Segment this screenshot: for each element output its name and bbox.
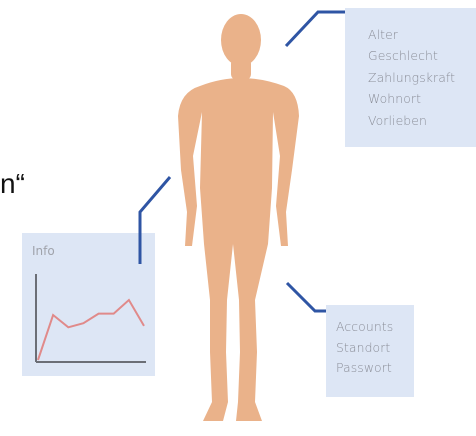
connector-accounts: [285, 281, 326, 313]
accounts-list: Accounts Standort Passwort: [336, 317, 393, 379]
info-box: [22, 233, 155, 376]
accounts-item-passwort: Passwort: [336, 360, 392, 375]
attr-item-wohnort: Wohnort: [368, 91, 422, 107]
info-chart: [35, 274, 146, 363]
connector-attributes: [284, 10, 345, 48]
attr-item-geschlecht: Geschlecht: [368, 48, 438, 64]
human-silhouette-icon: [178, 14, 299, 421]
sparkline: [37, 298, 145, 361]
connector-info: [138, 176, 172, 264]
attributes-list: Alter Geschlecht Zahlungskraft Wohnort V…: [368, 24, 455, 131]
quote-fragment: n“: [0, 168, 25, 199]
attr-item-vorlieben: Vorlieben: [368, 112, 427, 128]
attr-item-zahlungskraft: Zahlungskraft: [368, 69, 456, 85]
accounts-box: [326, 305, 414, 397]
accounts-item-standort: Standort: [336, 339, 391, 355]
attr-item-alter: Alter: [368, 27, 398, 42]
accounts-item-accounts: Accounts: [336, 319, 394, 334]
attributes-box: [345, 8, 476, 147]
info-label: Info: [32, 244, 55, 258]
